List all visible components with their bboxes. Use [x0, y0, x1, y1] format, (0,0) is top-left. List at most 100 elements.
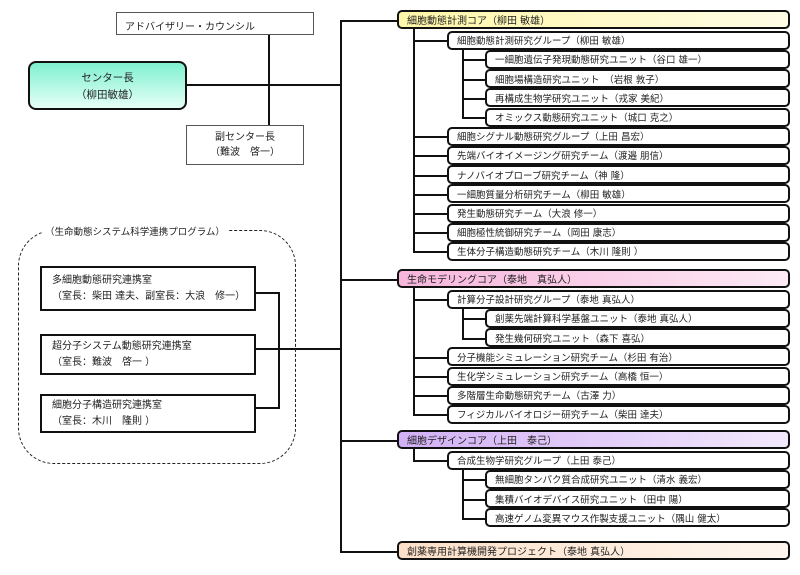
core-box-label: 生命モデリングコア（泰地 真弘人）: [407, 275, 577, 286]
core-box-label: 細胞動態計測コア（柳田 敏雄）: [407, 16, 551, 27]
connector-line: [340, 20, 342, 552]
group-box-label: 生体分子構造動態研究チーム（木川 隆則 ）: [457, 247, 644, 259]
lab-head: （室長：難波 啓一 ）: [52, 356, 156, 368]
connector-line: [340, 551, 398, 553]
advisory-council-label: アドバイザリー・カウンシル: [125, 22, 255, 33]
connector-line: [413, 174, 447, 177]
connector-line: [413, 251, 447, 254]
center-director-box: センター長 （柳田敏雄）: [28, 61, 187, 110]
unit-box-label: 発生幾何研究ユニット（森下 喜弘）: [495, 333, 651, 345]
lab-name: 超分子システム動態研究連携室: [52, 340, 192, 352]
group-box-label: 多階層生命動態研究チーム（古澤 力）: [457, 391, 622, 403]
group-box-label: 発生動態研究チーム（大浪 修一）: [457, 209, 603, 220]
group-box: ナノバイオプローブ研究チーム（神 隆）: [447, 165, 790, 185]
director-name: （柳田敏雄）: [76, 88, 139, 101]
group-box-label: 生化学シミュレーション研究チーム（高橋 恒一）: [457, 372, 669, 383]
group-box: 生化学シミュレーション研究チーム（高橋 恒一）: [447, 366, 790, 386]
connector-line: [462, 498, 485, 501]
connector-line: [413, 460, 447, 463]
group-box: 多階層生命動態研究チーム（古澤 力）: [447, 385, 790, 405]
connector-line: [413, 414, 447, 417]
connector-line: [340, 440, 398, 442]
unit-box-label: 高速ゲノム変異マウス作製支援ユニット（隅山 健太）: [495, 513, 726, 525]
connector-line: [413, 40, 447, 43]
group-box: 細胞シグナル動態研究グループ（上田 昌宏）: [447, 126, 790, 146]
deputy-title: 副センター長: [215, 132, 275, 143]
unit-box: オミックス動態研究ユニット（城口 克之）: [485, 107, 790, 127]
connector-line: [413, 193, 447, 196]
group-box-label: 分子機能シミュレーション研究チーム（杉田 有治）: [457, 352, 678, 364]
unit-box-label: 再構成生物学研究ユニット（戎家 美紀）: [495, 93, 670, 105]
group-box-label: 先端バイオイメージング研究チーム（渡邉 朋信）: [457, 151, 669, 163]
connector-line: [462, 479, 485, 482]
connector-line: [413, 155, 447, 158]
group-box-label: 計算分子設計研究グループ（泰地 真弘人）: [457, 295, 640, 307]
connector-line: [462, 318, 485, 321]
group-box: 計算分子設計研究グループ（泰地 真弘人）: [447, 289, 790, 309]
group-box-label: 細胞シグナル動態研究グループ（上田 昌宏）: [457, 132, 650, 144]
core-box: 創薬専用計算機開発プロジェクト（泰地 真弘人）: [397, 541, 790, 560]
connector-line: [462, 78, 485, 81]
connector-line: [268, 30, 270, 128]
connector-line: [340, 279, 398, 281]
group-box: 生体分子構造動態研究チーム（木川 隆則 ）: [447, 241, 790, 261]
group-box-label: ナノバイオプローブ研究チーム（神 隆）: [457, 170, 630, 182]
group-box: 分子機能シミュレーション研究チーム（杉田 有治）: [447, 347, 790, 367]
group-box-label: 合成生物学研究グループ（上田 泰己）: [457, 456, 621, 468]
unit-box: 創薬先端計算科学基盤ユニット（泰地 真弘人）: [485, 308, 790, 328]
lab-box: 多細胞動態研究連携室 （室長：柴田 達夫、副室長：大浪 修一）: [40, 266, 256, 311]
group-box: 合成生物学研究グループ（上田 泰己）: [447, 450, 790, 470]
connector-line: [462, 517, 485, 520]
advisory-council-box: アドバイザリー・カウンシル: [116, 12, 314, 35]
connector-line: [413, 395, 447, 398]
unit-box: 再構成生物学研究ユニット（戎家 美紀）: [485, 88, 790, 108]
lab-box: 細胞分子構造研究連携室 （室長：木川 隆則 ）: [40, 394, 256, 433]
unit-box: 無細胞タンパク質合成研究ユニット（清水 義宏）: [485, 469, 790, 489]
connector-line: [462, 468, 464, 519]
core-box: 細胞動態計測コア（柳田 敏雄）: [397, 10, 790, 29]
core-box: 細胞デザインコア（上田 泰己）: [397, 430, 790, 449]
connector-line: [413, 213, 447, 215]
connector-line: [462, 59, 485, 62]
unit-box-label: 集積バイオデバイス研究ユニット（田中 陽）: [495, 494, 688, 506]
deputy-director-box: 副センター長 （難波 啓一）: [186, 125, 304, 165]
unit-box: 発生幾何研究ユニット（森下 喜弘）: [485, 328, 790, 348]
connector-line: [340, 20, 398, 22]
deputy-name: （難波 啓一）: [210, 147, 280, 158]
director-title: センター長: [81, 71, 134, 84]
unit-box: 一細胞遺伝子発現動態研究ユニット（谷口 雄一）: [485, 49, 790, 69]
unit-box-label: オミックス動態研究ユニット（城口 克之）: [495, 113, 679, 124]
lab-head: （室長：木川 隆則 ）: [52, 415, 156, 427]
core-box-label: 創薬専用計算機開発プロジェクト（泰地 真弘人）: [407, 547, 631, 558]
unit-box: 集積バイオデバイス研究ユニット（田中 陽）: [485, 489, 790, 509]
lab-box: 超分子システム動態研究連携室 （室長：難波 啓一 ）: [40, 334, 256, 375]
group-box: 一細胞質量分析研究チーム（柳田 敏雄）: [447, 184, 790, 204]
group-box-label: 細胞動態計測研究グループ（柳田 敏雄）: [457, 36, 631, 48]
connector-line: [413, 356, 447, 359]
core-box: 生命モデリングコア（泰地 真弘人）: [397, 269, 790, 288]
connector-line: [462, 307, 464, 339]
group-box: 先端バイオイメージング研究チーム（渡邉 朋信）: [447, 145, 790, 165]
unit-box-label: 無細胞タンパク質合成研究ユニット（清水 義宏）: [495, 475, 708, 487]
connector-line: [413, 136, 447, 139]
connector-line: [462, 117, 485, 119]
connector-line: [413, 299, 447, 302]
lab-head: （室長：柴田 達夫、副室長：大浪 修一）: [52, 290, 246, 302]
program-title: （生命動態システム科学連携プログラム）: [42, 224, 228, 238]
connector-line: [256, 407, 280, 409]
connector-line: [413, 449, 415, 462]
unit-box-label: 一細胞遺伝子発現動態研究ユニット（谷口 雄一）: [495, 55, 708, 67]
group-box: フィジカルバイオロジー研究チーム（柴田 達夫）: [447, 404, 790, 424]
connector-line: [462, 97, 485, 100]
connector-line: [462, 48, 464, 118]
lab-name: 多細胞動態研究連携室: [52, 274, 152, 286]
connector-line: [256, 292, 280, 294]
lab-name: 細胞分子構造研究連携室: [52, 399, 162, 411]
core-box-label: 細胞デザインコア（上田 泰己）: [407, 436, 557, 447]
connector-line: [413, 288, 415, 416]
unit-box: 高速ゲノム変異マウス作製支援ユニット（隅山 健太）: [485, 508, 790, 528]
unit-box: 細胞場構造研究ユニット （岩根 敦子）: [485, 69, 790, 89]
connector-line: [462, 337, 485, 340]
connector-line: [413, 376, 447, 378]
group-box-label: フィジカルバイオロジー研究チーム（柴田 達夫）: [457, 410, 669, 422]
